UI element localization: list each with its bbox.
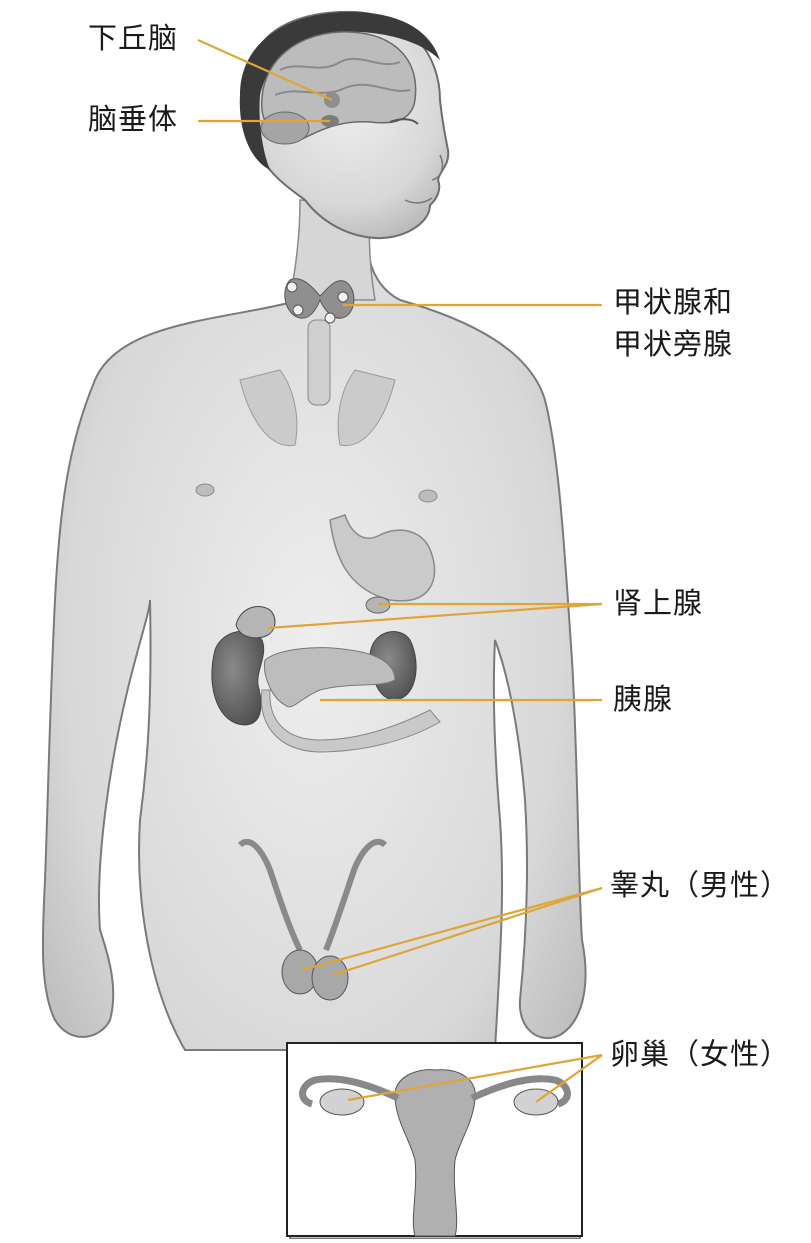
parathyroid-4 bbox=[324, 312, 336, 324]
parathyroid-2 bbox=[292, 304, 304, 316]
leader-ovary-left bbox=[347, 1053, 603, 1102]
lung-left bbox=[239, 369, 298, 447]
label-testes: 睾丸（男性） bbox=[610, 868, 791, 902]
duodenum bbox=[260, 689, 441, 753]
eye bbox=[389, 118, 419, 125]
label-thyroid-line1: 甲状腺和 bbox=[613, 285, 734, 319]
label-hypothalamus: 下丘脑 bbox=[88, 21, 179, 55]
nose bbox=[431, 154, 444, 181]
label-pancreas: 胰腺 bbox=[613, 682, 674, 716]
lung-right bbox=[337, 369, 396, 447]
stomach bbox=[329, 514, 436, 602]
uterus bbox=[394, 1069, 476, 1237]
label-thyroid-line2: 甲状旁腺 bbox=[613, 327, 734, 361]
trachea bbox=[307, 319, 331, 406]
label-pituitary: 脑垂体 bbox=[88, 102, 179, 136]
fallopian-tube-right bbox=[470, 1075, 571, 1108]
ovary-left-organ bbox=[319, 1088, 365, 1116]
leader-testis-right bbox=[332, 886, 603, 977]
fallopian-tube-left bbox=[299, 1075, 400, 1108]
nipple-left bbox=[195, 483, 215, 497]
vas-deferens-right bbox=[323, 838, 388, 952]
leader-testis-left bbox=[301, 886, 603, 972]
label-adrenal: 肾上腺 bbox=[613, 586, 704, 620]
vas-deferens-left bbox=[237, 838, 303, 952]
pancreas-organ bbox=[263, 647, 396, 708]
parathyroid-1 bbox=[286, 281, 298, 293]
leader-ovary-right bbox=[535, 1054, 603, 1103]
leader-adrenal-left bbox=[267, 602, 603, 630]
nipple-right bbox=[418, 489, 438, 503]
parathyroid-3 bbox=[337, 291, 349, 303]
testis-right bbox=[311, 955, 349, 1001]
adrenal-left bbox=[235, 606, 276, 639]
mouth bbox=[404, 197, 433, 204]
leader-hypothalamus bbox=[197, 38, 333, 102]
label-ovaries: 卵巢（女性） bbox=[610, 1037, 791, 1071]
hair bbox=[239, 12, 440, 170]
cerebellum bbox=[260, 111, 310, 145]
